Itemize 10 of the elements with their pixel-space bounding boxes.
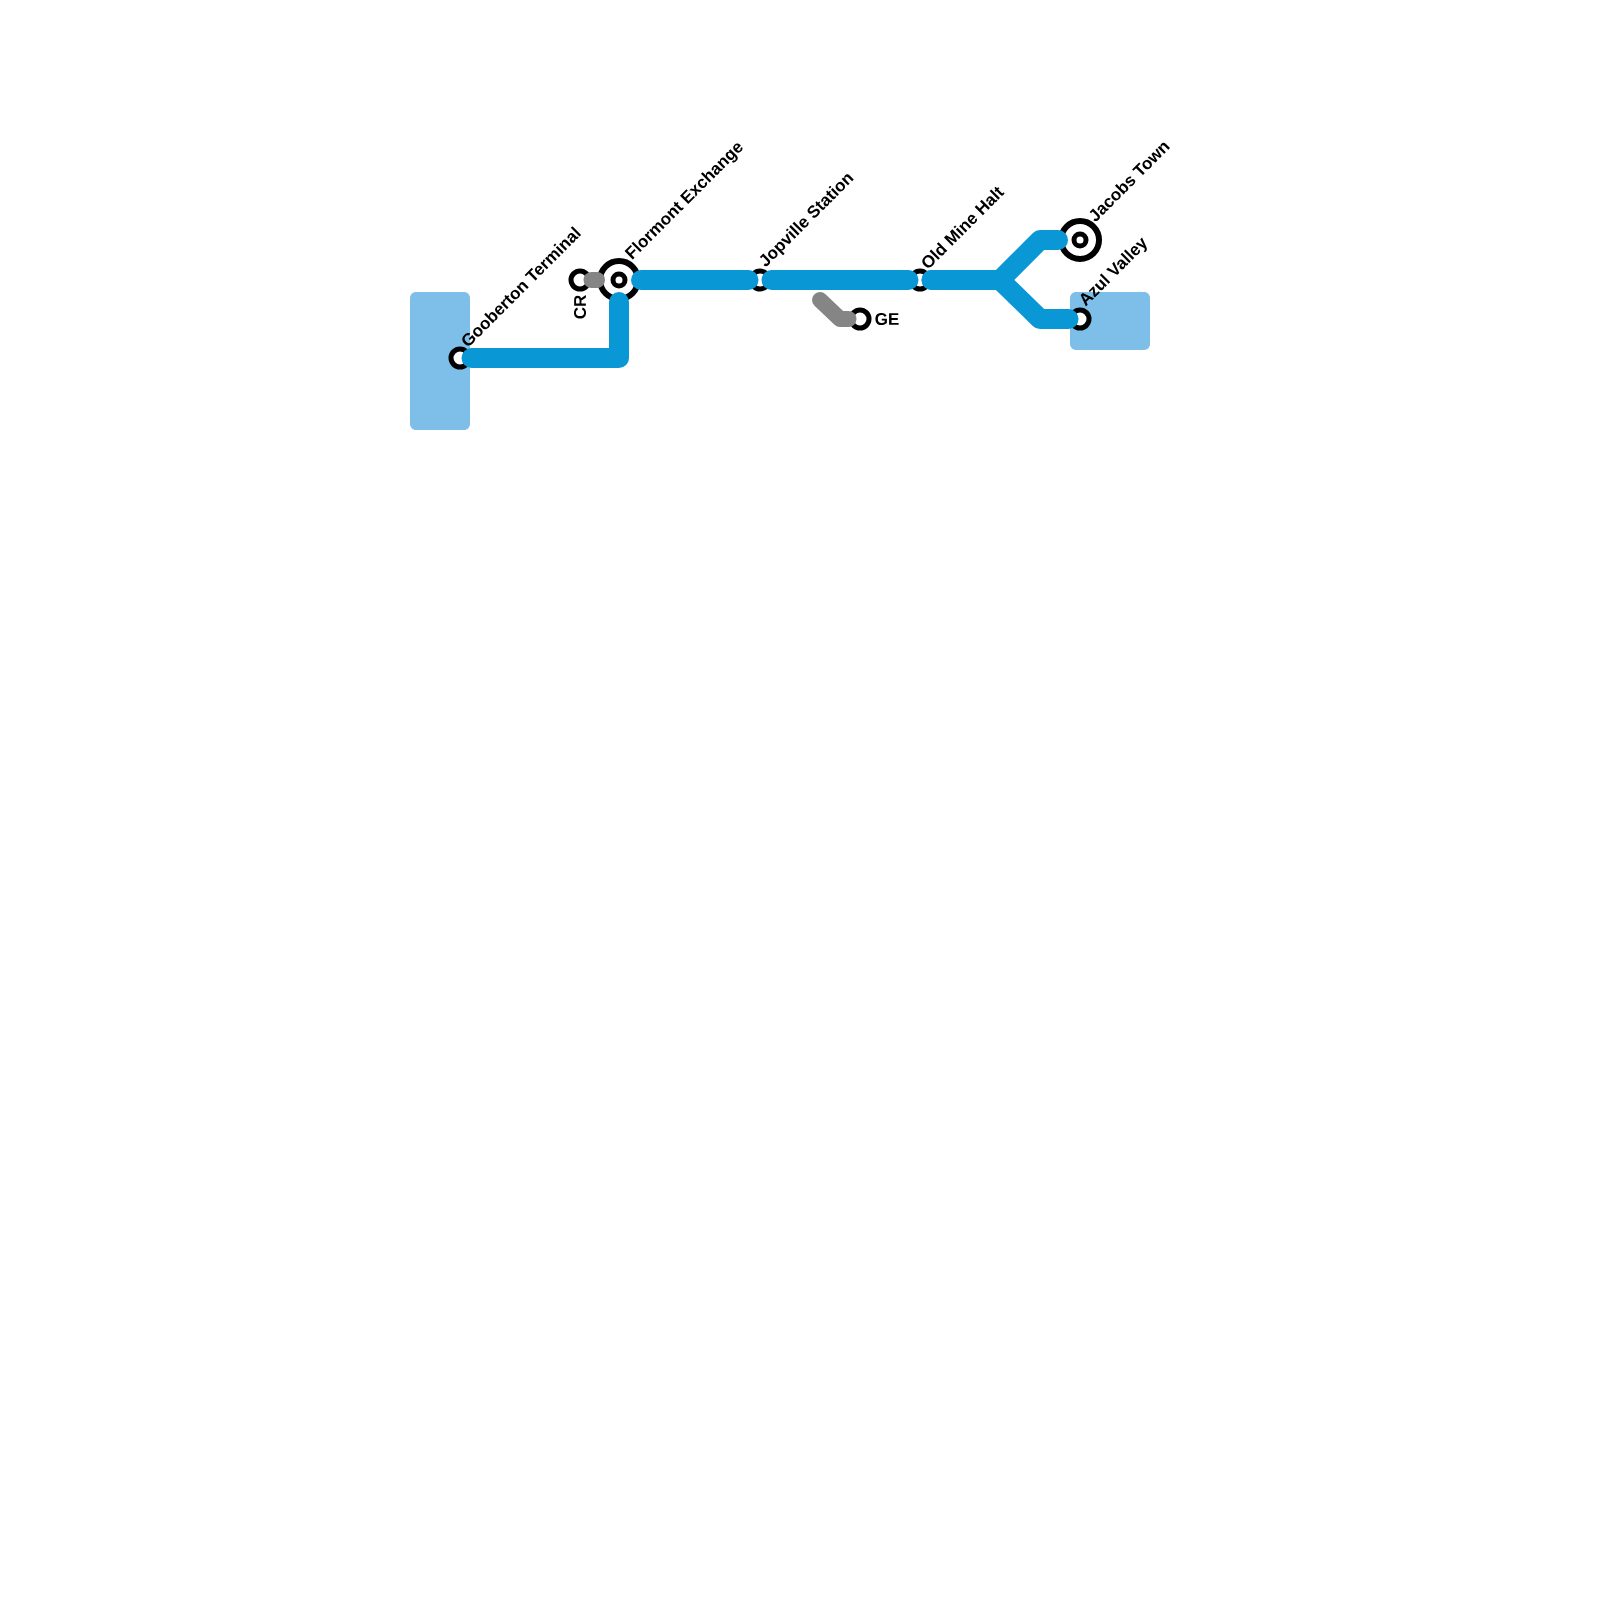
line	[631, 270, 759, 290]
line	[812, 292, 857, 327]
line	[761, 270, 919, 290]
station: CR	[568, 268, 592, 319]
node-label: GE	[875, 312, 899, 326]
line	[461, 292, 629, 368]
line	[583, 272, 605, 288]
line	[921, 270, 1079, 329]
node-label: CR	[573, 295, 587, 319]
station: GE	[848, 307, 899, 331]
